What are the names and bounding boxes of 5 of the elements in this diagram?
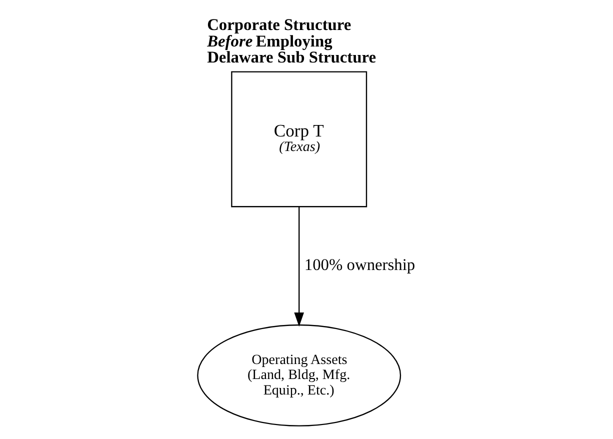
arrow xyxy=(294,206,304,327)
node-box: Corp T (Texas) xyxy=(230,71,367,208)
node-ellipse: Operating Assets (Land, Bldg, Mfg. Equip., Etc.) xyxy=(196,324,401,426)
edge-label: 100% ownership xyxy=(304,255,415,274)
diagram-title: Corporate Structure Before Employing Delaware Sub Structure xyxy=(206,14,376,67)
